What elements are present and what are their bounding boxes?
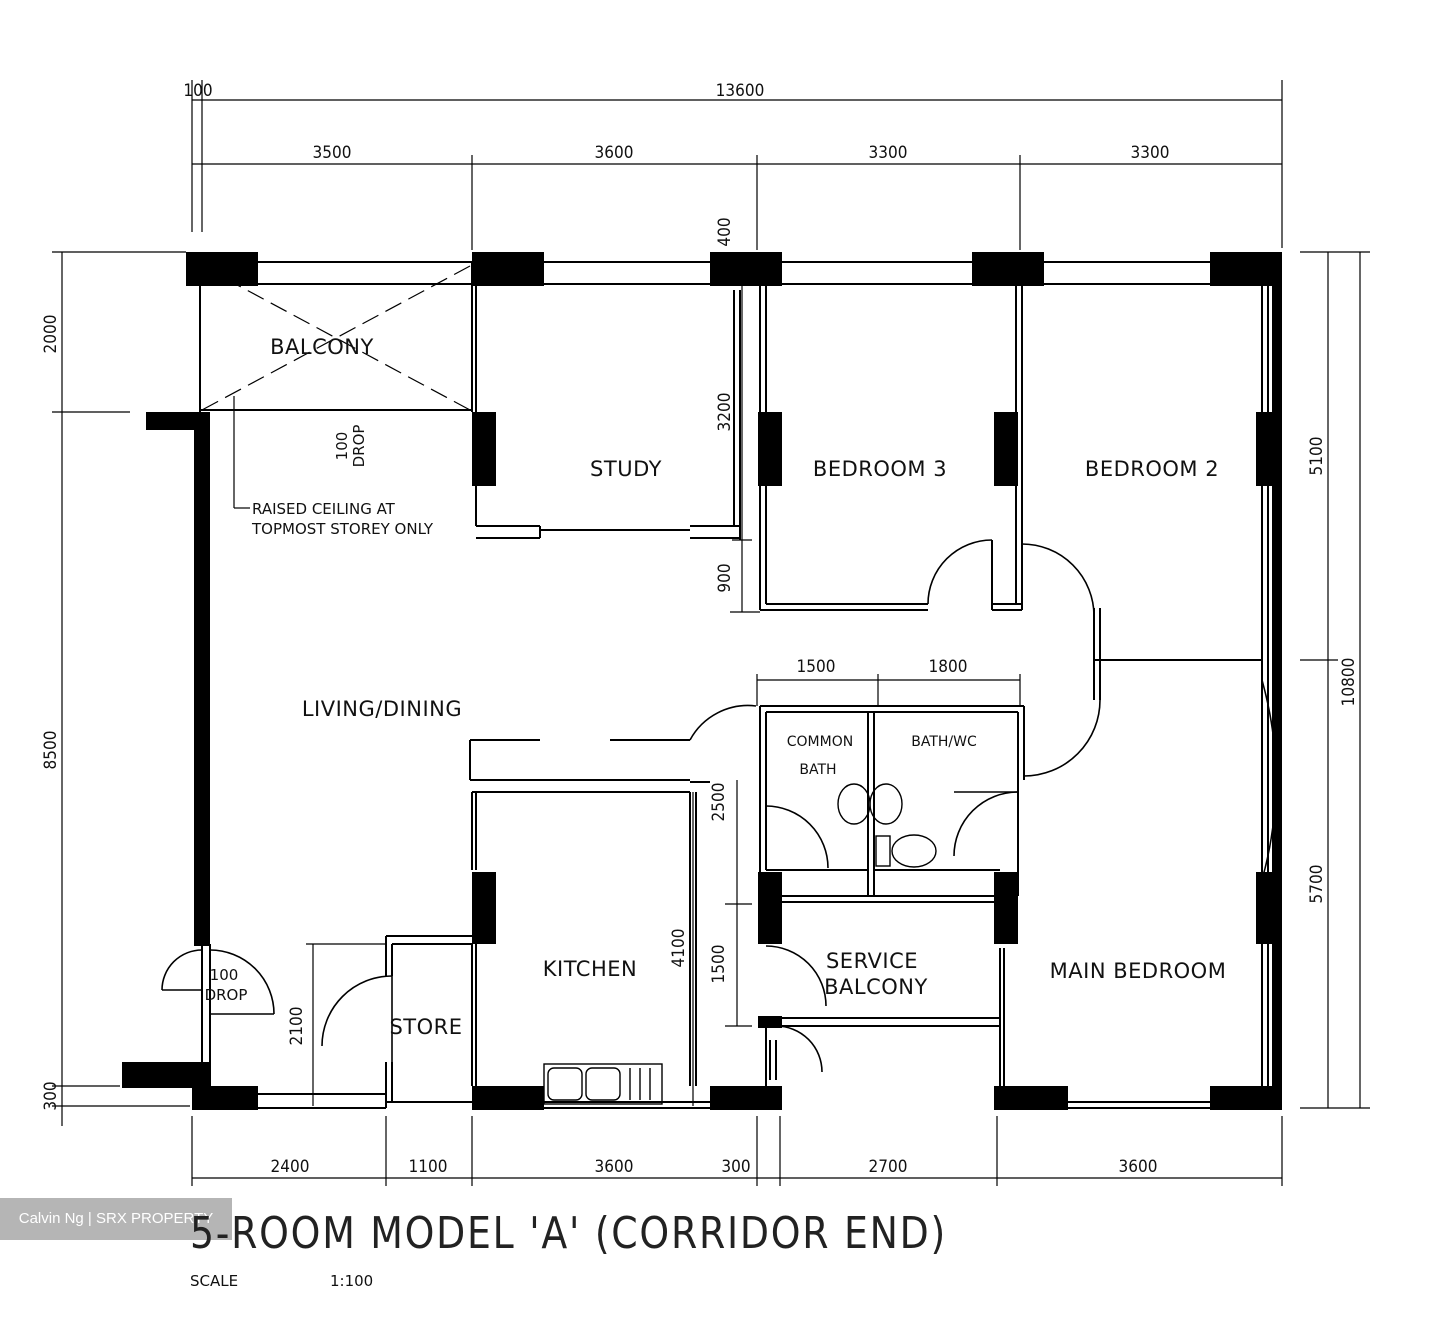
room-label-common-bath-2: BATH [799, 762, 836, 778]
room-label-main-bedroom: MAIN BEDROOM [1050, 959, 1227, 983]
scale-label: SCALE [190, 1272, 239, 1290]
dim-left-8500: 8500 [41, 731, 61, 770]
dim-bath-1800: 1800 [929, 657, 968, 677]
door-swings [161, 539, 1277, 1073]
dim-bottom-3600: 3600 [595, 1157, 634, 1177]
room-label-bedroom-3: BEDROOM 3 [813, 457, 947, 481]
dim-bath-1500: 1500 [797, 657, 836, 677]
dim-bottom-300: 300 [721, 1157, 750, 1177]
room-labels: BALCONY STUDY BEDROOM 3 BEDROOM 2 LIVING… [270, 335, 1226, 1039]
room-label-store: STORE [389, 1015, 462, 1039]
plan-title: 5-ROOM MODEL 'A' (CORRIDOR END) [190, 1208, 947, 1259]
dim-top-offset: 100 [183, 81, 212, 101]
dim-v-2100: 2100 [287, 1007, 307, 1046]
dim-top-1: 3500 [313, 143, 352, 163]
dim-top-4: 3300 [1131, 143, 1170, 163]
dim-left-300: 300 [41, 1081, 61, 1110]
watermark: Calvin Ng | SRX PROPERTY [0, 1198, 232, 1240]
dim-study-900: 900 [715, 563, 735, 592]
structural-walls [122, 252, 1282, 1110]
dim-top-2: 3600 [595, 143, 634, 163]
note-raised-ceiling-1: RAISED CEILING AT [252, 500, 396, 518]
room-label-common-bath: COMMON [787, 734, 853, 750]
note-raised-ceiling-2: TOPMOST STOREY ONLY [251, 520, 434, 538]
dim-left-2000: 2000 [41, 315, 61, 354]
room-label-master-bath: BATH/WC [911, 734, 977, 750]
room-label-kitchen: KITCHEN [543, 957, 638, 981]
dim-bottom-2400: 2400 [271, 1157, 310, 1177]
note-balcony-drop: DROP [350, 425, 368, 468]
room-label-study: STUDY [590, 457, 662, 481]
note-entry-drop: DROP [205, 986, 248, 1004]
dim-v-2500: 2500 [709, 783, 729, 822]
room-label-living-dining: LIVING/DINING [302, 697, 462, 721]
note-balcony-drop-value: 100 [333, 432, 351, 461]
dim-bottom-2700: 2700 [869, 1157, 908, 1177]
dim-bottom-3600b: 3600 [1119, 1157, 1158, 1177]
dim-bottom-1100: 1100 [409, 1157, 448, 1177]
room-label-service-balcony: BALCONY [824, 975, 928, 999]
room-label-balcony: BALCONY [270, 335, 374, 359]
dim-right-5100: 5100 [1307, 437, 1327, 476]
dim-top-overall: 13600 [716, 81, 765, 101]
plan-notes: 100 DROP RAISED CEILING AT TOPMOST STORE… [205, 425, 434, 1004]
dim-study-3200: 3200 [715, 393, 735, 432]
dimension-labels: 100 13600 3500 3600 3300 3300 400 2000 8… [41, 81, 1359, 1177]
room-label-service: SERVICE [826, 949, 918, 973]
dim-v-1500: 1500 [709, 945, 729, 984]
note-entry-drop-value: 100 [210, 966, 239, 984]
dim-right-10800: 10800 [1339, 658, 1359, 707]
dim-wall-400: 400 [715, 217, 735, 246]
dimension-lines [52, 80, 1370, 1186]
room-label-bedroom-2: BEDROOM 2 [1085, 457, 1219, 481]
fixtures [543, 783, 937, 1105]
scale-value: 1:100 [330, 1272, 374, 1290]
dim-v-4100: 4100 [669, 929, 689, 968]
dim-top-3: 3300 [869, 143, 908, 163]
dim-right-5700: 5700 [1307, 865, 1327, 904]
